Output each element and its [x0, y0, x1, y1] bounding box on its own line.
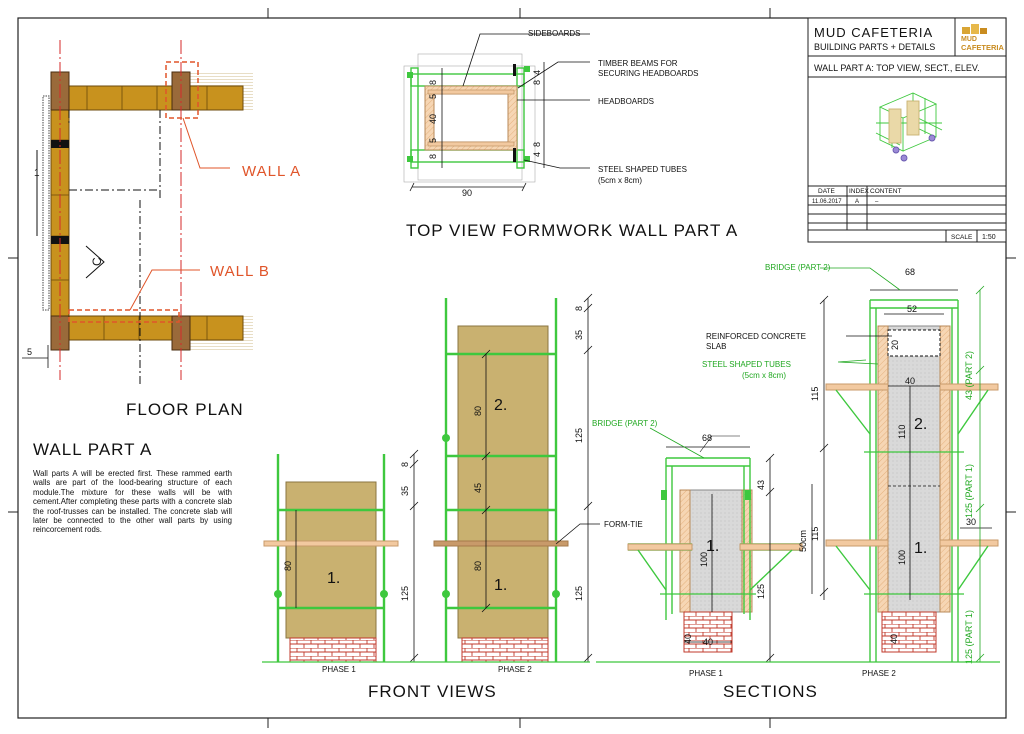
s2-dim-40b: 40	[889, 634, 899, 644]
title-block: MUD CAFETERIA BUILDING PARTS + DETAILS W…	[807, 17, 1007, 243]
label-timber-2: SECURING HEADBOARDS	[598, 69, 698, 78]
s2-dim-30: 30	[966, 517, 976, 527]
sheet-border	[8, 8, 1016, 728]
top-dim-90: 90	[462, 188, 472, 198]
floor-plan-title: FLOOR PLAN	[126, 400, 244, 419]
scale-label: SCALE	[951, 234, 973, 241]
wall-b-label: WALL B	[210, 263, 270, 280]
top-dim-l40: 40	[428, 114, 438, 124]
s2-dim-20: 20	[890, 340, 900, 350]
top-dim-l8b: 8	[428, 154, 438, 159]
fv1-dim-8: 8	[400, 462, 410, 467]
s2-part2: 43 (PART 2)	[964, 351, 974, 400]
floor-plan: WALL A WALL B C 1 5 FLOOR PLAN	[22, 40, 301, 419]
fv2-dim-125b: 125	[574, 586, 584, 601]
s1-dim-125: 125	[756, 584, 766, 599]
front-views-title: FRONT VIEWS	[368, 682, 497, 701]
wall-a-label: WALL A	[242, 163, 301, 180]
fv2-num-1: 1.	[494, 577, 507, 594]
section-marker: C	[90, 257, 104, 266]
s2-num-1: 1.	[914, 540, 927, 557]
isometric-preview	[875, 92, 943, 162]
s2-dim-52: 52	[907, 304, 917, 314]
slab-label-2: SLAB	[706, 342, 726, 351]
s2-dim-50cm: 50cm	[798, 530, 808, 552]
top-dim-r8a: 8	[532, 80, 542, 85]
logo-bottom: CAFETERIA	[961, 43, 1005, 52]
s2-steel-label-2: (5cm x 8cm)	[742, 371, 786, 380]
s2-dim-110: 110	[897, 425, 907, 439]
phase-1-section-label: PHASE 1	[689, 669, 723, 678]
label-timber-1: TIMBER BEAMS FOR	[598, 59, 678, 68]
front-view-phase-2: 80 45 80 2. 1. 8 35 125 125 FORM-TIE PHA…	[433, 293, 643, 674]
table-row-index: A	[855, 199, 859, 205]
section-phase-1: 68 BRIDGE (PART 2) 43 125 100 1. 40 40 P…	[592, 419, 803, 678]
top-dim-l8a: 8	[428, 80, 438, 85]
fv2-dim-8: 8	[574, 306, 584, 311]
form-tie-label: FORM-TIE	[604, 520, 643, 529]
sheet-title: WALL PART A: TOP VIEW, SECT., ELEV.	[814, 63, 980, 73]
s2-part1a: 125 (PART 1)	[964, 464, 974, 518]
wall-part-a-heading: WALL PART A	[33, 440, 152, 459]
label-steel-2: (5cm x 8cm)	[598, 176, 642, 185]
s1-dim-100: 100	[699, 552, 709, 567]
top-view-title: TOP VIEW FORMWORK WALL PART A	[406, 221, 738, 240]
slab-label-1: REINFORCED CONCRETE	[706, 332, 806, 341]
sections-title: SECTIONS	[723, 682, 818, 701]
front-view-phase-1: 80 1. 8 35 125 PHASE 1	[263, 449, 419, 674]
project-subtitle: BUILDING PARTS + DETAILS	[814, 42, 935, 52]
fv2-num-2: 2.	[494, 397, 507, 414]
top-dim-r8b: 8	[532, 142, 542, 147]
table-header-date: DATE	[818, 188, 836, 195]
plan-dim-5: 5	[27, 347, 32, 357]
fv1-dim-80: 80	[283, 561, 293, 571]
fv2-dim-35: 35	[574, 330, 584, 340]
scale-value: 1:50	[982, 234, 996, 241]
project-title: MUD CAFETERIA	[814, 25, 933, 40]
label-headboards: HEADBOARDS	[598, 97, 654, 106]
s2-num-2: 2.	[914, 416, 927, 433]
s2-steel-label-1: STEEL SHAPED TUBES	[702, 360, 791, 369]
s1-num: 1.	[706, 538, 719, 555]
phase-2-section-label: PHASE 2	[862, 669, 896, 678]
s1-dim-40a: 40	[683, 634, 693, 644]
fv2-dim-80a: 80	[473, 406, 483, 416]
s1-dim-43: 43	[756, 480, 766, 490]
phase-1-front-label: PHASE 1	[322, 665, 356, 674]
fv2-dim-45: 45	[473, 483, 483, 493]
s2-part1b: 125 (PART 1)	[964, 610, 974, 664]
table-header-content: CONTENT	[870, 188, 901, 195]
section-phase-2: 68 52 20 40 110 100 2. 1. 40 115 115 50c…	[702, 263, 999, 678]
table-header-index: INDEX	[849, 188, 870, 195]
label-sideboards: SIDEBOARDS	[528, 29, 580, 38]
s2-bridge-label: BRIDGE (PART 2)	[765, 263, 831, 272]
logo-top: MUD	[961, 36, 977, 43]
top-view: 90 8 5 40 5 8 4 8 8 4 SIDEBOARDS TIMBER …	[403, 29, 738, 240]
phase-2-front-label: PHASE 2	[498, 665, 532, 674]
s2-dim-115a: 115	[810, 387, 820, 401]
fv1-dim-125: 125	[400, 586, 410, 601]
top-dim-l5b: 5	[428, 138, 438, 143]
top-dim-r4a: 4	[532, 70, 542, 75]
s1-dim-68: 68	[702, 433, 712, 443]
fv2-dim-80b: 80	[473, 561, 483, 571]
s1-bridge-label: BRIDGE (PART 2)	[592, 419, 658, 428]
top-dim-l5a: 5	[428, 94, 438, 99]
s1-dim-40b: 40	[703, 637, 713, 647]
mud-cafeteria-logo: MUD CAFETERIA	[958, 22, 1005, 54]
s2-dim-100: 100	[897, 550, 907, 565]
label-steel-1: STEEL SHAPED TUBES	[598, 165, 687, 174]
fv2-dim-125a: 125	[574, 428, 584, 443]
s2-dim-68: 68	[905, 267, 915, 277]
s2-dim-40: 40	[905, 376, 915, 386]
table-row-content: –	[875, 199, 879, 205]
plan-dim-1: 1	[34, 168, 40, 179]
fv1-num: 1.	[327, 570, 340, 587]
s2-dim-115b: 115	[810, 527, 820, 541]
table-row-date: 11.06.2017	[812, 199, 842, 205]
top-dim-r4b: 4	[532, 152, 542, 157]
fv1-dim-35: 35	[400, 486, 410, 496]
wall-part-a-description: Wall parts A will be erected first. Thes…	[33, 469, 232, 535]
